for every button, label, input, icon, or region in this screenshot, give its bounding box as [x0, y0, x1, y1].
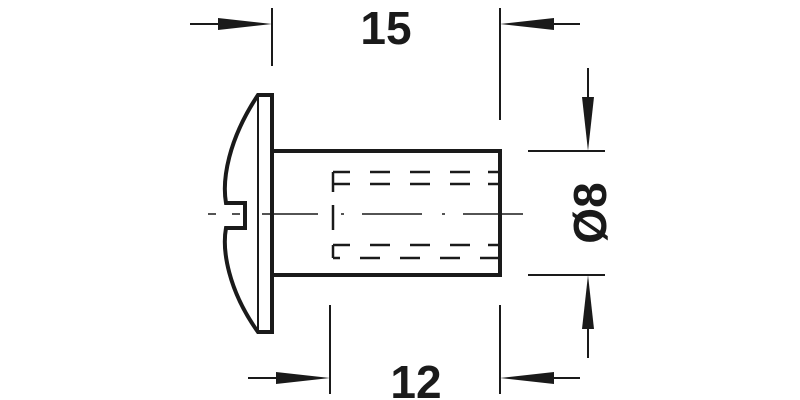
bolt-head — [222, 93, 274, 334]
extension-lines — [271, 8, 605, 394]
dimension-arrows-15 — [190, 18, 580, 30]
hidden-thread-lines — [331, 170, 500, 260]
dimension-label-diameter: Ø8 — [564, 182, 616, 243]
bolt-shank — [272, 149, 502, 277]
dimension-arrows-12 — [248, 372, 580, 384]
dimension-arrows-diameter — [582, 68, 594, 358]
dimension-label-shank-length: 12 — [390, 356, 441, 400]
dimension-label-overall-length: 15 — [360, 2, 411, 54]
